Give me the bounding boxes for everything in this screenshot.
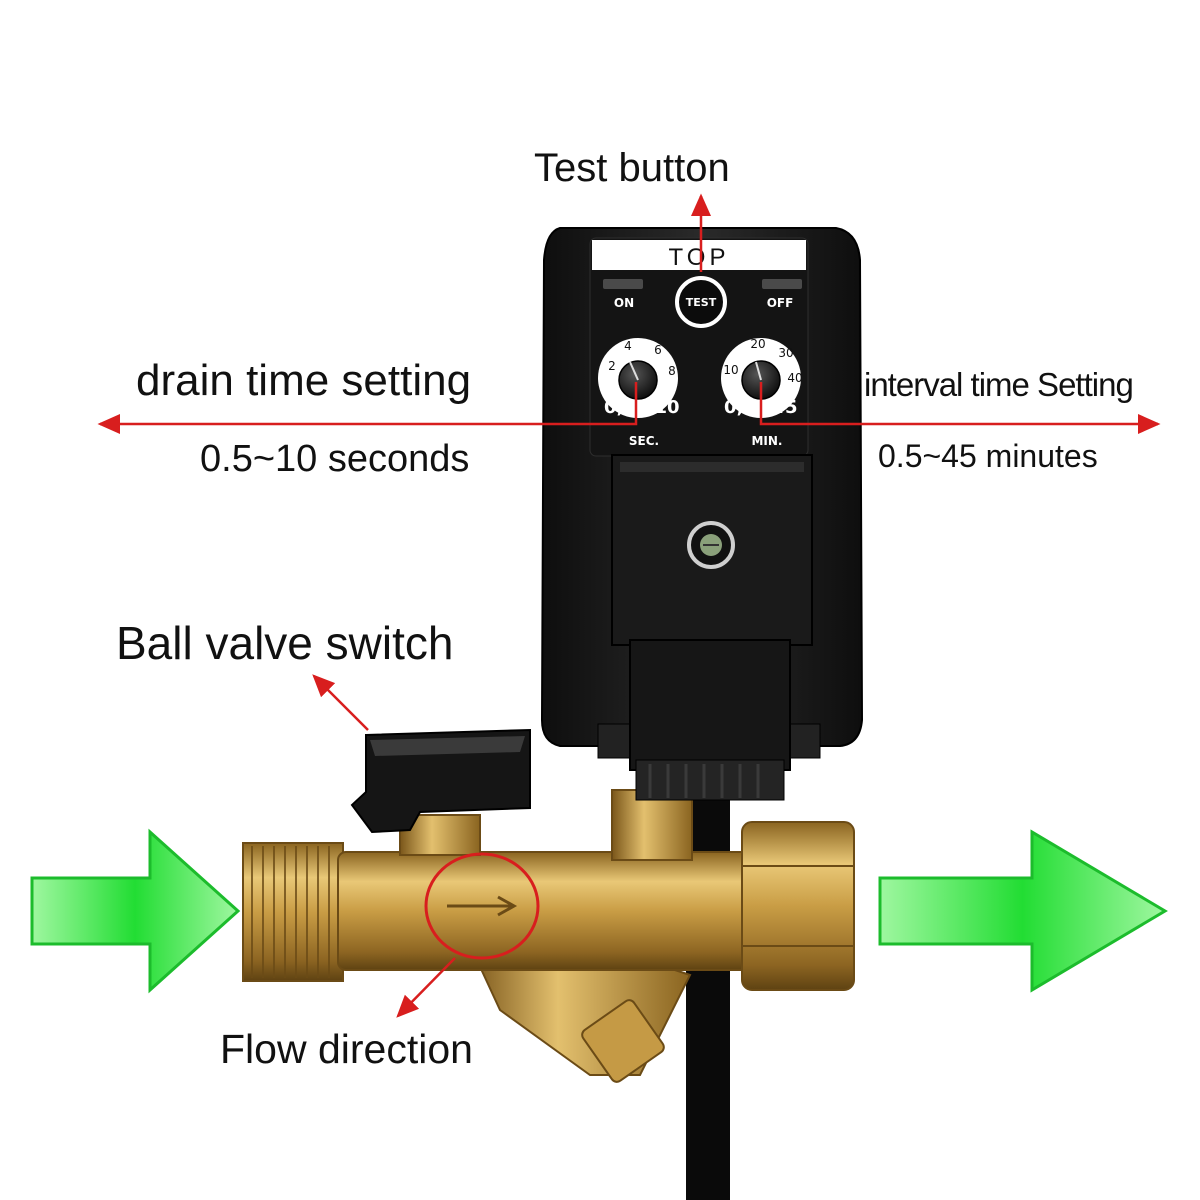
- drain-dial-min: 0,5: [604, 397, 636, 418]
- interval-dial-tick: 10: [723, 363, 738, 377]
- drain-dial-unit: SEC.: [629, 434, 659, 448]
- top-label: TOP: [669, 244, 730, 271]
- test-button-label: TEST: [686, 296, 717, 309]
- interval-time-pointer: [759, 382, 1161, 434]
- interval-time-setting-label: interval time Setting: [864, 366, 1134, 403]
- brass-valve-body: [242, 789, 855, 1083]
- drain-time-dial[interactable]: [598, 338, 678, 418]
- on-indicator-label: ON: [614, 296, 634, 310]
- drain-range-label: 0.5~10 seconds: [200, 438, 470, 480]
- inlet-flow-arrow: [30, 828, 241, 994]
- interval-dial-min: 0,5: [724, 397, 756, 418]
- drain-dial-max: 10: [654, 397, 679, 418]
- connector-screw-icon: [687, 521, 735, 569]
- interval-range-label: 0.5~45 minutes: [878, 438, 1098, 474]
- solenoid-coil: [629, 639, 791, 801]
- flow-direction-pointer: [396, 852, 540, 1018]
- test-button[interactable]: [675, 276, 727, 328]
- drain-dial-tick: 6: [654, 343, 662, 357]
- off-indicator-label: OFF: [767, 296, 794, 310]
- interval-time-dial[interactable]: [721, 338, 801, 418]
- drain-time-setting-label: drain time setting: [136, 356, 472, 405]
- interval-dial-unit: MIN.: [751, 434, 782, 448]
- ball-valve-switch-label: Ball valve switch: [116, 617, 454, 669]
- test-button-label-text: Test button: [534, 146, 730, 190]
- drain-time-pointer: [97, 382, 638, 434]
- drain-dial-tick: 4: [624, 339, 632, 353]
- flow-direction-label: Flow direction: [220, 1026, 473, 1072]
- interval-dial-tick: 30: [778, 346, 793, 360]
- drain-dial-tick: 2: [608, 359, 616, 373]
- interval-dial-tick: 40: [787, 371, 802, 385]
- interval-dial-tick: 20: [750, 337, 765, 351]
- outlet-flow-arrow: [878, 829, 1168, 993]
- ball-valve-handle[interactable]: [350, 728, 531, 834]
- drain-dial-tick: 8: [668, 364, 676, 378]
- interval-dial-max: 45: [772, 397, 797, 418]
- ball-valve-pointer: [312, 674, 369, 731]
